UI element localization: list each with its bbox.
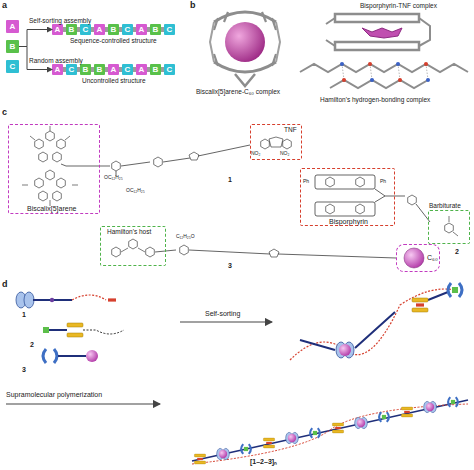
edge-label: Random assembly (29, 57, 83, 64)
sequence-unit-box: B (80, 64, 91, 75)
unit-letter: B (153, 66, 159, 74)
caption-text: Bisporphyrin-TNF complex (360, 2, 437, 9)
dashed-group-box: C₆₀ (396, 244, 440, 272)
sequence-unit-box: A (52, 64, 63, 75)
caption-text: 1 (22, 311, 26, 319)
unit-letter: C (167, 26, 173, 34)
unit-letter: A (55, 66, 61, 74)
self-sorted-cartoon (6, 283, 462, 404)
unit-letter: A (139, 66, 145, 74)
caption-text: Biscalix[5]arene-C₆₀ complex (196, 88, 280, 95)
caption-text: OC₁₂H₂₅ (104, 175, 123, 181)
panel-letter: a (2, 1, 7, 11)
unit-letter: C (83, 26, 89, 34)
caption-text: NO₂ (280, 151, 289, 157)
unit-letter: C (10, 63, 16, 71)
caption-text: 3 (228, 262, 232, 270)
caption-text: 2 (455, 248, 459, 256)
sequence-unit-box: C (6, 60, 19, 73)
polymer-chain (192, 397, 468, 464)
assembly-arrow (19, 30, 52, 47)
unit-letter: B (83, 66, 89, 74)
unit-letter: B (10, 43, 16, 51)
caption-text: 3 (22, 366, 26, 374)
unit-letter: B (69, 26, 75, 34)
sequence-unit-box: A (136, 24, 147, 35)
group-label: TNF (284, 126, 297, 133)
sequence-unit-box: A (52, 24, 63, 35)
panel-letter: c (2, 108, 7, 118)
sequence-unit-box: C (66, 64, 77, 75)
dashed-group-box: Biscalix[5]arene (8, 124, 100, 214)
unit-letter: B (111, 26, 117, 34)
caption-text: 1 (228, 176, 232, 184)
hamilton-complex-model (300, 62, 468, 88)
group-label: Barbiturate (429, 202, 461, 209)
sequence-unit-box: B (150, 64, 161, 75)
unit-letter: A (55, 26, 61, 34)
dashed-group-box: Barbiturate (428, 210, 470, 244)
caption-text: NO₂ (251, 151, 260, 157)
sequence-unit-box: C (80, 24, 91, 35)
unit-letter: C (125, 26, 131, 34)
unit-letter: A (10, 23, 16, 31)
component-cartoons (16, 292, 272, 363)
caption-text: OC₁₂H₂₅ (126, 188, 145, 194)
sequence-unit-box: B (94, 64, 105, 75)
porphyrin-tnf-model (326, 14, 430, 50)
group-label: Bisporphyrin (329, 218, 368, 225)
sequence-unit-box: A (94, 24, 105, 35)
caption-text: Sequence-controlled structure (70, 37, 157, 44)
caption-text: C₁₂H₂₅O (176, 234, 195, 240)
caption-text: Self-sorting (205, 310, 240, 318)
unit-letter: C (69, 66, 75, 74)
sequence-unit-box: C (122, 64, 133, 75)
unit-letter: B (97, 66, 103, 74)
dashed-group-box: Hamilton's host (100, 226, 166, 266)
sequence-unit-box: B (66, 24, 77, 35)
group-label: Biscalix[5]arene (27, 205, 76, 212)
unit-letter: A (111, 66, 117, 74)
unit-letter: B (153, 26, 159, 34)
caption-text: Uncontrolled structure (82, 77, 146, 84)
caption-text: Ph (303, 179, 309, 185)
calixarene-c60-model (210, 12, 280, 86)
unit-letter: C (167, 66, 173, 74)
unit-letter: C (125, 66, 131, 74)
sequence-unit-box: A (136, 64, 147, 75)
edge-label: Self-sorting assembly (29, 17, 91, 24)
sequence-unit-box: B (150, 24, 161, 35)
sequence-unit-box: C (164, 64, 175, 75)
molecule-3-structure (112, 239, 424, 268)
caption-text: Hamilton's hydrogen-bonding complex (320, 96, 430, 103)
panel-letter: b (190, 1, 196, 11)
panel-letter: d (2, 280, 8, 290)
caption-text: 2 (30, 341, 34, 349)
caption-text: Ph (380, 179, 386, 185)
caption-text: [1–2–3]ₙ (250, 458, 277, 466)
caption-text: Supramolecular polymerization (6, 391, 102, 399)
unit-letter: A (139, 26, 145, 34)
dashed-group-box: Bisporphyrin (300, 168, 395, 226)
sequence-unit-box: C (164, 24, 175, 35)
sequence-unit-box: B (6, 40, 19, 53)
sequence-unit-box: A (108, 64, 119, 75)
sequence-unit-box: B (108, 24, 119, 35)
group-label: C₆₀ (427, 254, 438, 261)
unit-letter: A (97, 26, 103, 34)
group-label: Hamilton's host (107, 228, 151, 235)
sequence-unit-box: C (122, 24, 133, 35)
sequence-unit-box: A (6, 20, 19, 33)
